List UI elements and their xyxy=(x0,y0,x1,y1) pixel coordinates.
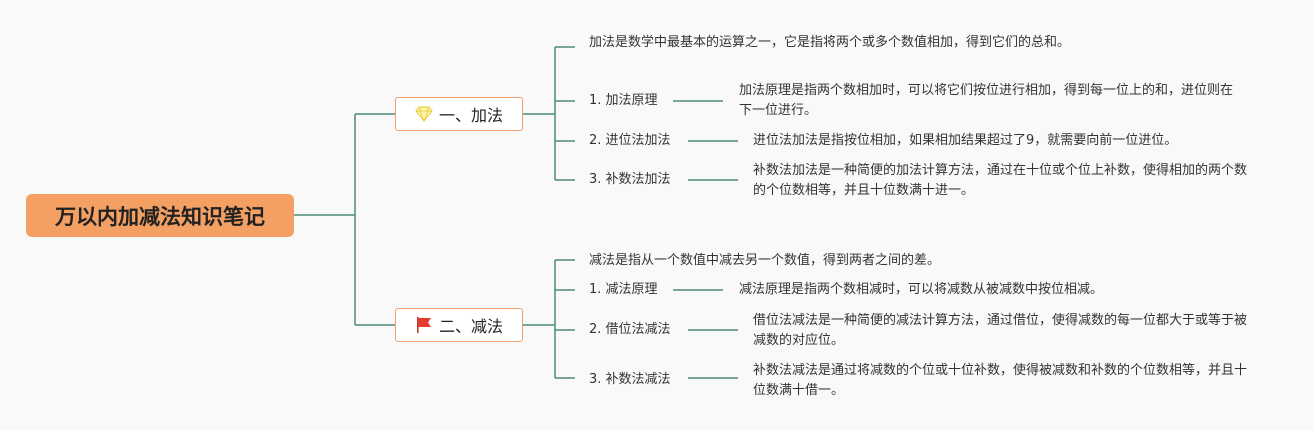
subtraction-item-3-label[interactable]: 3. 补数法减法 xyxy=(589,372,671,387)
root-topic[interactable]: 万以内加减法知识笔记 xyxy=(26,194,294,237)
subtraction-item-3-desc: 补数法减法是通过将减数的个位或十位补数，使得被减数和补数的个位数相等，并且十位数… xyxy=(753,363,1248,398)
branch-addition[interactable]: 一、加法 xyxy=(395,97,523,131)
addition-item-1-label[interactable]: 1. 加法原理 xyxy=(589,93,658,108)
diamond-icon xyxy=(415,106,433,122)
subtraction-item-2-desc: 借位法减法是一种简便的减法计算方法，通过借位，使得减数的每一位都大于或等于被减数… xyxy=(753,313,1248,348)
branch-subtraction[interactable]: 二、减法 xyxy=(395,308,523,342)
addition-item-2-desc: 进位法加法是指按位相加，如果相加结果超过了9，就需要向前一位进位。 xyxy=(753,133,1178,148)
subtraction-item-1-desc: 减法原理是指两个数相减时，可以将减数从被减数中按位相减。 xyxy=(739,282,1104,297)
addition-item-1-desc: 加法原理是指两个数相加时，可以将它们按位进行相加，得到每一位上的和，进位则在下一… xyxy=(739,83,1234,118)
addition-item-3-desc: 补数法加法是一种简便的加法计算方法，通过在十位或个位上补数，使得相加的两个数的个… xyxy=(753,163,1248,198)
subtraction-item-1-label[interactable]: 1. 减法原理 xyxy=(589,282,658,297)
addition-item-3-label[interactable]: 3. 补数法加法 xyxy=(589,172,671,187)
addition-intro: 加法是数学中最基本的运算之一，它是指将两个或多个数值相加，得到它们的总和。 xyxy=(589,35,1071,50)
branch-addition-label: 一、加法 xyxy=(438,106,503,125)
red-flag-icon xyxy=(415,316,433,334)
branch-subtraction-label: 二、减法 xyxy=(438,317,503,336)
subtraction-intro: 减法是指从一个数值中减去另一个数值，得到两者之间的差。 xyxy=(589,253,941,268)
root-topic-label: 万以内加减法知识笔记 xyxy=(55,204,265,229)
addition-item-2-label[interactable]: 2. 进位法加法 xyxy=(589,133,671,148)
subtraction-item-2-label[interactable]: 2. 借位法减法 xyxy=(589,322,671,337)
